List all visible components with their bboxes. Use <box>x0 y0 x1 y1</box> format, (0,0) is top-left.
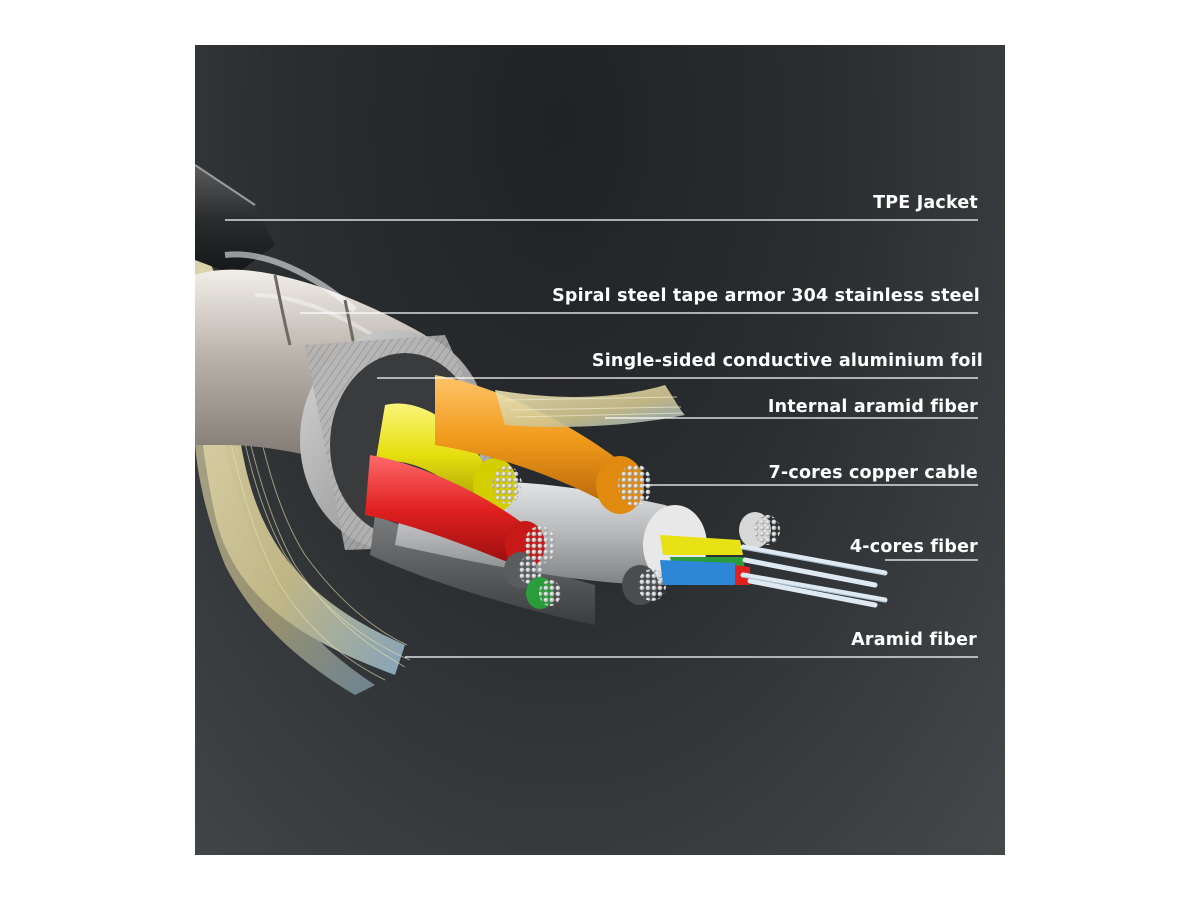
orange-conductor <box>435 375 652 514</box>
label-internal-aramid: Internal aramid fiber <box>767 397 978 417</box>
fiber-core-bundle <box>660 535 888 608</box>
label-copper-cable: 7-cores copper cable <box>768 463 978 483</box>
label-tpe-jacket: TPE Jacket <box>873 193 978 213</box>
outer-aramid-fiber <box>195 245 405 695</box>
internal-aramid-fiber <box>495 385 685 427</box>
cable-cross-section-illustration <box>195 164 978 695</box>
label-steel-armor: Spiral steel tape armor 304 stainless st… <box>552 286 980 306</box>
callout-lines <box>225 219 978 658</box>
label-aluminium-foil: Single-sided conductive aluminium foil <box>591 351 983 371</box>
cable-diagram: TPE Jacket Spiral steel tape armor 304 s… <box>195 45 1005 855</box>
label-aramid-fiber: Aramid fiber <box>851 630 977 650</box>
small-copper-cores <box>504 512 780 609</box>
label-fiber-cores: 4-cores fiber <box>849 537 978 557</box>
